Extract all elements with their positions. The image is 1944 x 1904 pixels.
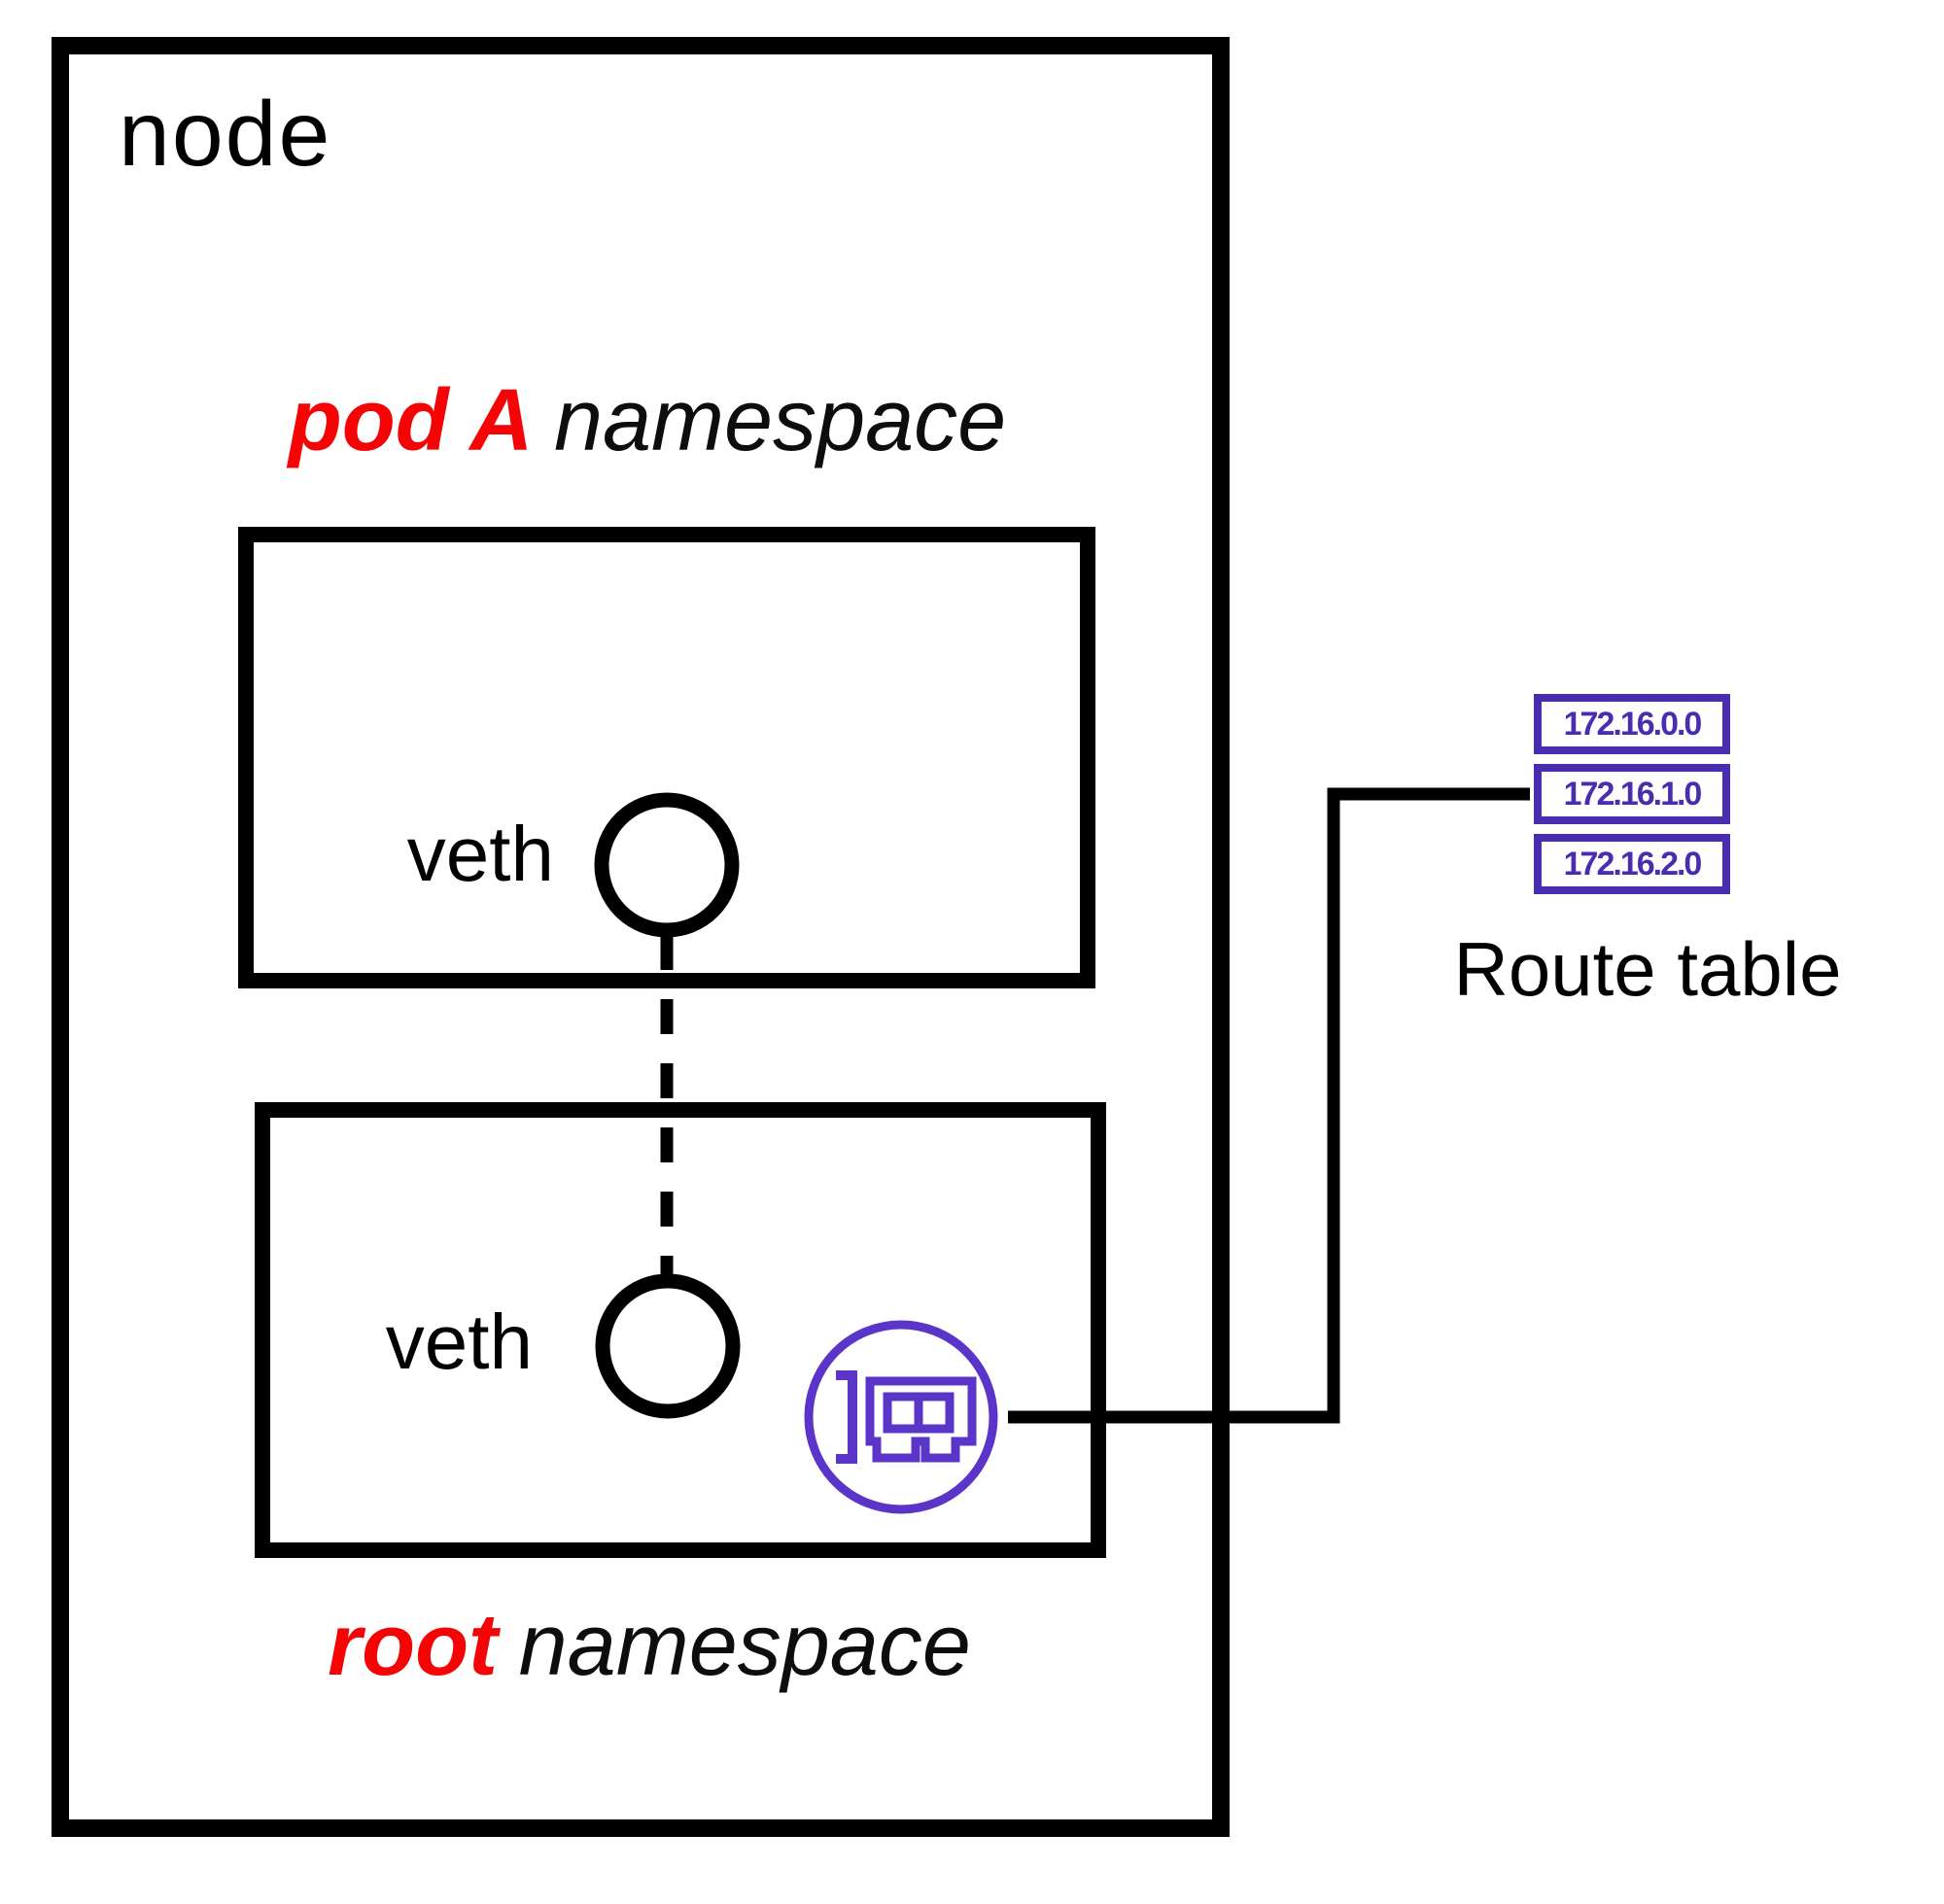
route-table: 172.16.0.0 172.16.1.0 172.16.2.0 [1534,694,1730,904]
route-table-title: Route table [1453,926,1842,1012]
route-entry: 172.16.2.0 [1534,834,1730,894]
pod-namespace-rest: namespace [553,372,1007,469]
veth-label-pod: veth [406,811,554,897]
route-entry: 172.16.0.0 [1534,694,1730,754]
pod-name-highlight: pod A [288,372,534,469]
node-label: node [119,83,332,186]
root-name-highlight: root [328,1597,499,1694]
route-entry: 172.16.1.0 [1534,764,1730,824]
pod-a-namespace-box [238,527,1095,988]
veth-label-root: veth [385,1298,533,1385]
root-namespace-rest: namespace [518,1597,971,1694]
